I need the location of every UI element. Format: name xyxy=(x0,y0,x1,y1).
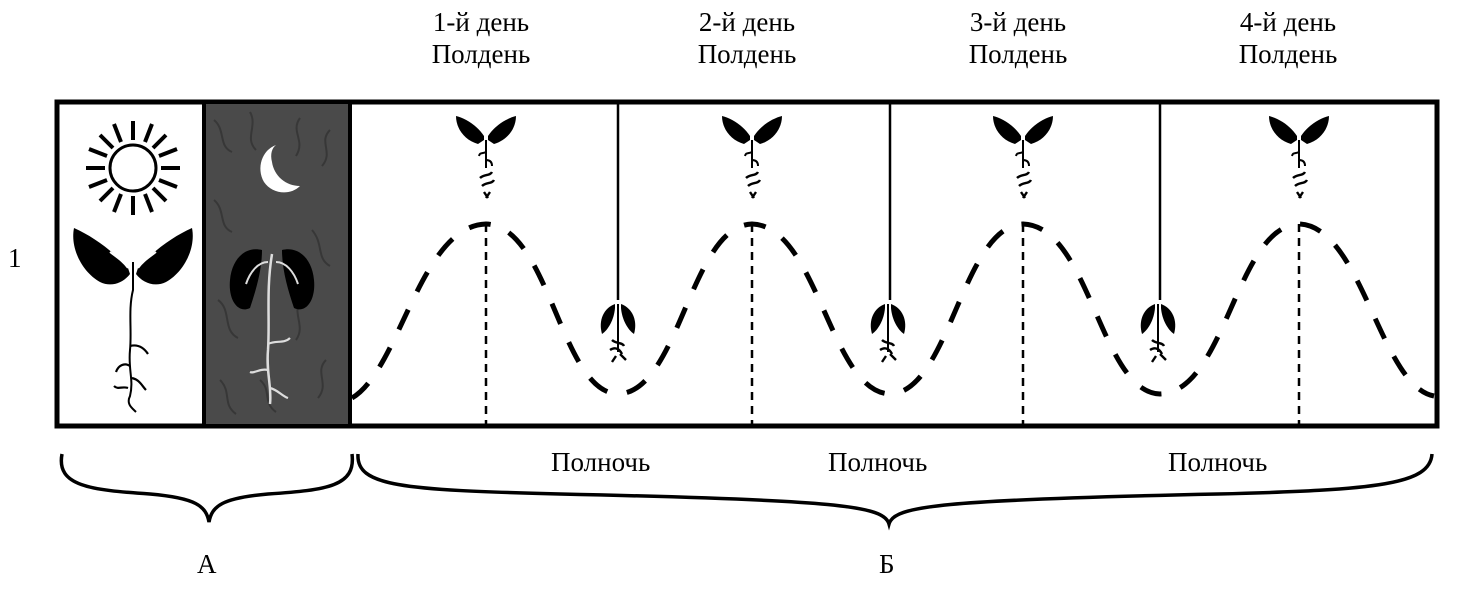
moon-icon xyxy=(260,145,300,193)
day-label: 1-й день xyxy=(432,7,530,37)
midnight-label: Полночь xyxy=(1168,447,1268,477)
time-label: Полдень xyxy=(697,39,797,69)
day-1-header: 1-й день Полдень xyxy=(381,6,581,70)
section-a-label: А xyxy=(197,549,217,579)
seedling-closed-icon xyxy=(599,302,637,364)
night-panel xyxy=(206,102,352,426)
seedling-open-icon xyxy=(991,114,1055,200)
midnight-label: Полночь xyxy=(828,447,928,477)
seedling-open-icon xyxy=(454,114,518,200)
brace-a xyxy=(59,453,355,523)
day-label: 3-й день xyxy=(969,7,1067,37)
brace-b xyxy=(356,453,1434,531)
seedling-closed-icon xyxy=(869,302,907,364)
row-label: 1 xyxy=(8,243,22,273)
leaf-position-curve xyxy=(350,221,1435,401)
section-b-label: Б xyxy=(879,549,895,579)
day-3-header: 3-й день Полдень xyxy=(918,6,1118,70)
seedling-open-icon xyxy=(1267,114,1331,200)
day-label: 4-й день xyxy=(1239,7,1337,37)
daylight-panel xyxy=(73,102,206,426)
plant-leaves-open-icon xyxy=(73,228,193,413)
day-4-header: 4-й день Полдень xyxy=(1188,6,1388,70)
rhythm-panel xyxy=(350,102,1435,424)
sun-icon xyxy=(86,121,180,215)
plant-leaves-drooping-icon xyxy=(229,249,315,405)
time-label: Полдень xyxy=(431,39,531,69)
seedling-open-icon xyxy=(720,114,784,200)
midnight-label: Полночь xyxy=(551,447,651,477)
day-2-header: 2-й день Полдень xyxy=(647,6,847,70)
time-label: Полдень xyxy=(1238,39,1338,69)
time-label: Полдень xyxy=(968,39,1068,69)
diagram-frame xyxy=(54,99,1440,429)
seedling-closed-icon xyxy=(1139,302,1177,364)
day-label: 2-й день xyxy=(698,7,796,37)
